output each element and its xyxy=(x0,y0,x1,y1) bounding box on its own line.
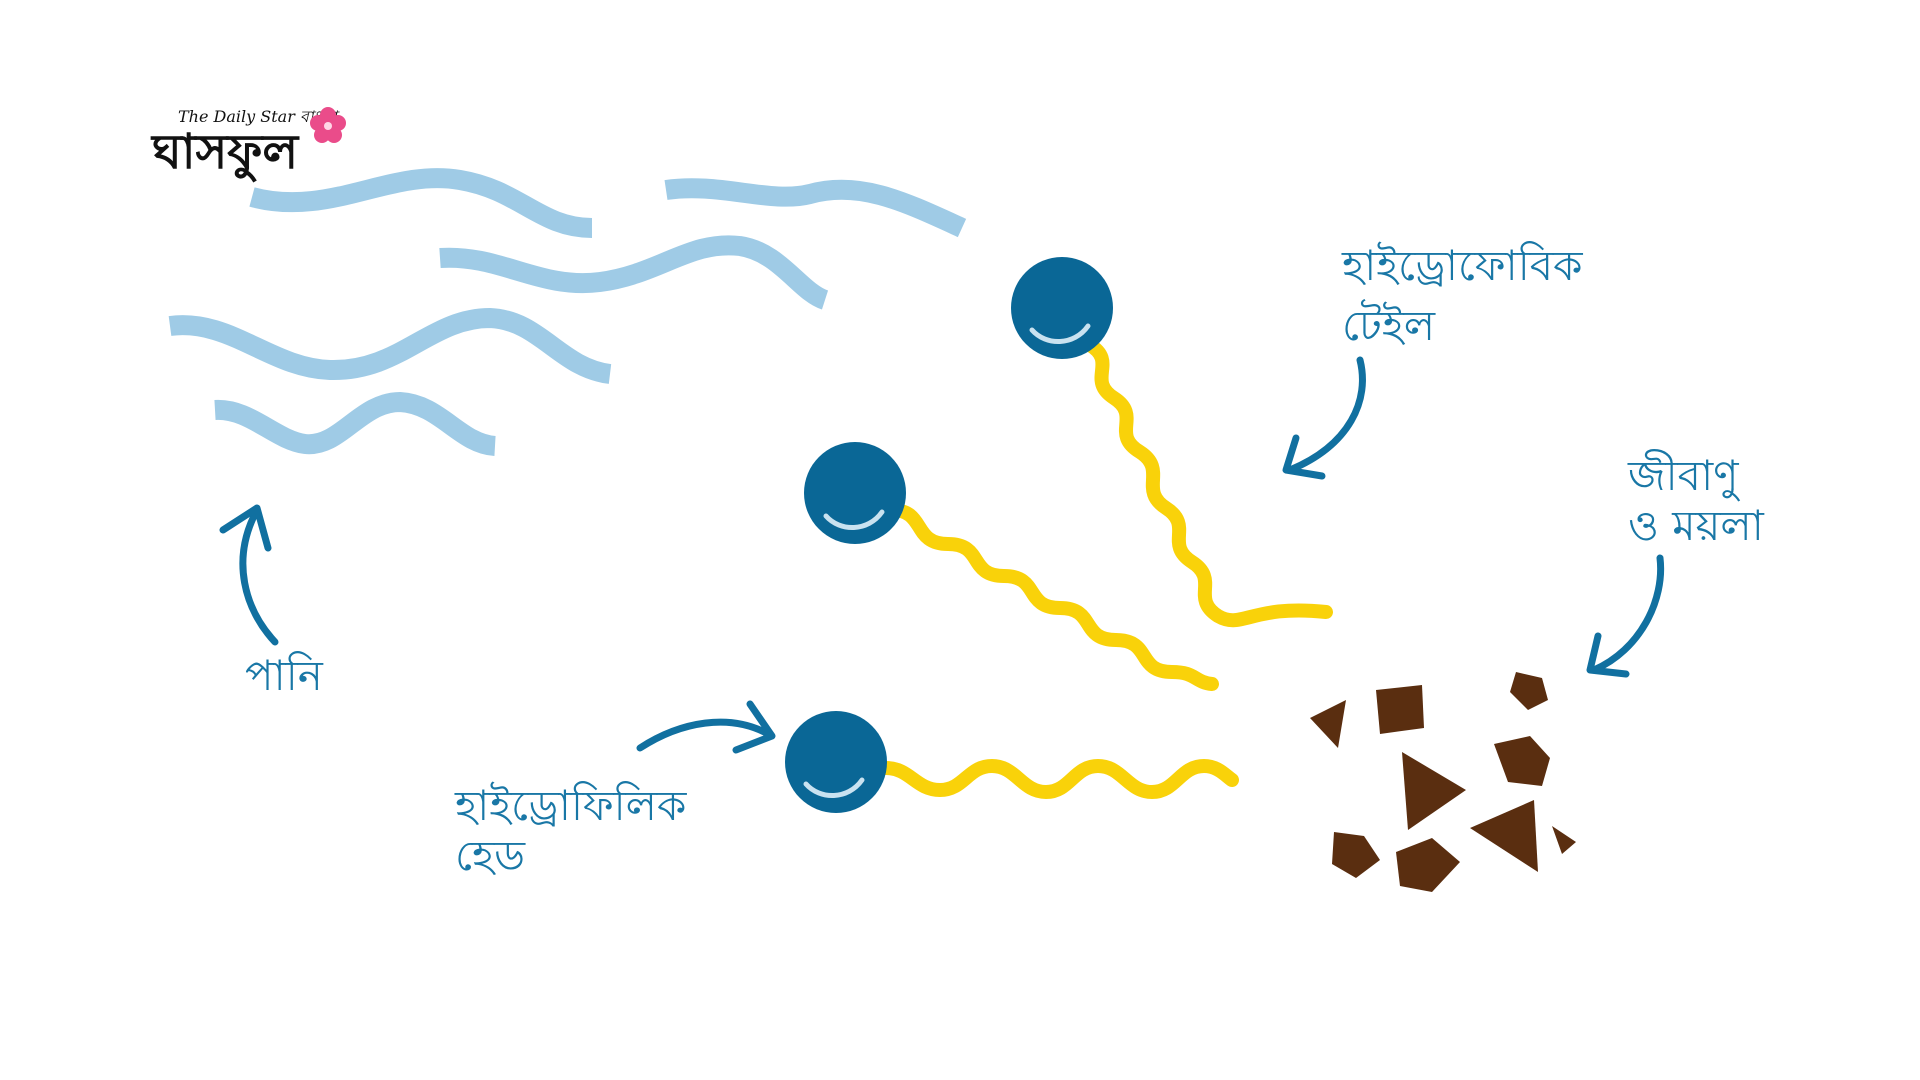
label-hydrophobic-line2: টেইল xyxy=(1342,299,1436,350)
logo: The Daily Star বাংলা ঘাসফুল xyxy=(150,107,346,183)
dirt-piece xyxy=(1376,685,1424,734)
dirt-piece xyxy=(1332,832,1380,878)
logo-brand: ঘাসফুল xyxy=(150,124,300,183)
label-dirt-line2: ও ময়লা xyxy=(1628,501,1765,550)
curved-arrow-icon xyxy=(636,700,776,754)
dirt-piece xyxy=(1552,826,1576,854)
hydrophilic-head-1 xyxy=(1011,257,1113,359)
water-wave-2 xyxy=(664,178,967,238)
tail-2 xyxy=(885,503,1219,691)
dirt-piece xyxy=(1396,838,1460,892)
molecule-heads xyxy=(785,257,1113,813)
water-wave-4 xyxy=(168,307,612,384)
label-dirt-line1: জীবাণু xyxy=(1627,449,1741,502)
tail-1 xyxy=(1083,338,1333,628)
hydrophilic-head-2 xyxy=(804,442,906,544)
curved-arrow-icon xyxy=(1282,356,1366,480)
label-water: পানি xyxy=(245,651,324,700)
logo-small-text: The Daily Star বাংলা xyxy=(178,107,340,126)
hydrophilic-head-3 xyxy=(785,711,887,813)
dirt-piece xyxy=(1510,672,1548,710)
tail-3 xyxy=(879,759,1239,799)
arrows xyxy=(219,356,1665,754)
label-hydrophilic-line1: হাইড্রোফিলিক xyxy=(454,781,687,830)
dirt-piece xyxy=(1310,700,1346,748)
label-hydrophobic-line1: হাইড্রোফোবিক xyxy=(1341,241,1583,290)
water-waves xyxy=(168,168,967,456)
dirt-particles xyxy=(1310,672,1576,892)
water-wave-3 xyxy=(439,235,829,310)
water-wave-1 xyxy=(249,168,593,238)
molecule-tails xyxy=(879,338,1333,799)
flower-icon xyxy=(310,107,346,143)
label-hydrophilic-line2: হেড xyxy=(455,831,526,880)
dirt-piece xyxy=(1494,736,1550,786)
dirt-piece xyxy=(1470,800,1538,872)
curved-arrow-icon xyxy=(219,504,279,646)
labels: পানি হাইড্রোফোবিক টেইল হাইড্রোফিলিক হেড … xyxy=(245,241,1765,880)
curved-arrow-icon xyxy=(1586,554,1665,678)
dirt-piece xyxy=(1402,752,1466,830)
water-wave-5 xyxy=(214,391,497,456)
